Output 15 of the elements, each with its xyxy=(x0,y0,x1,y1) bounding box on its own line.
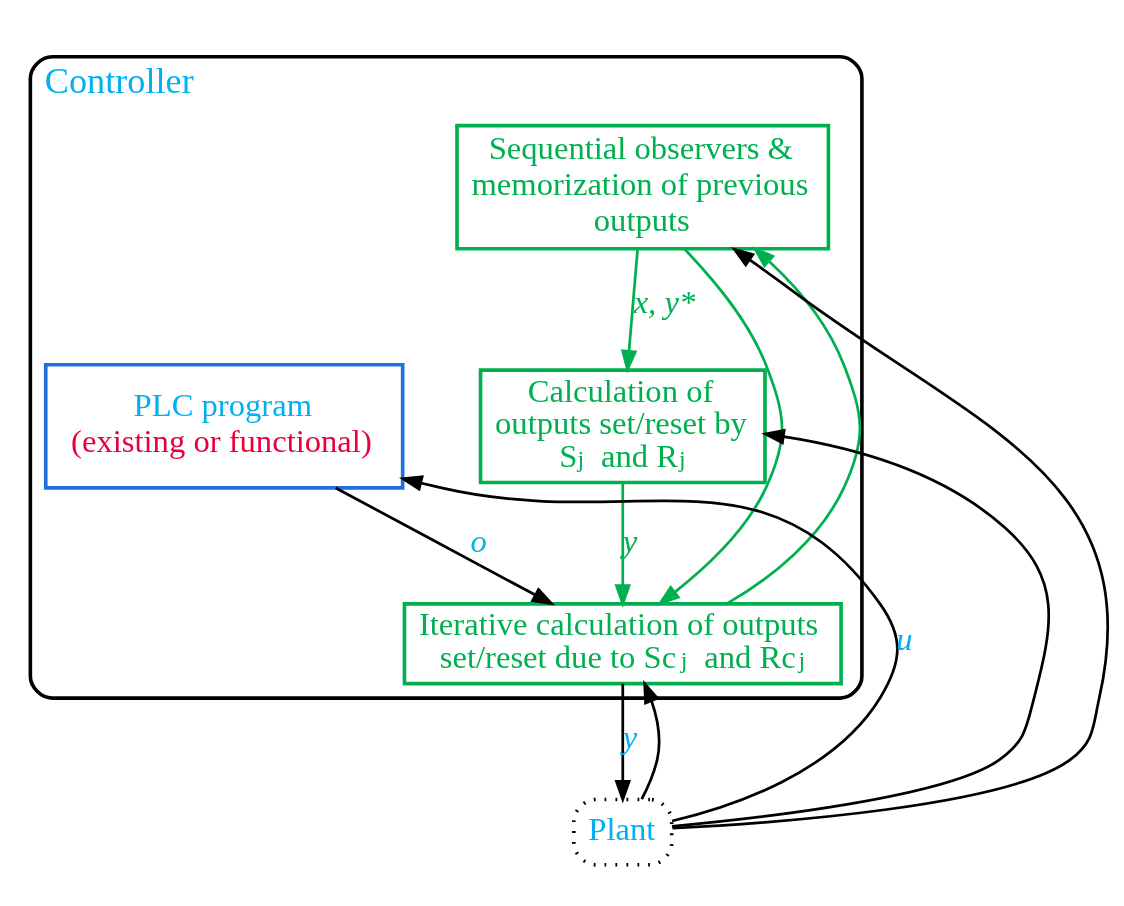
arrow xyxy=(671,428,1050,828)
edge-label: o xyxy=(470,522,487,559)
node-box: Sequential observers & memorization of previous outputs xyxy=(455,123,831,251)
node-box: PLC program (existing or functional) xyxy=(43,362,405,490)
node-box: Iterative calculation of outputs set/reset due to Scj and Rcj xyxy=(402,601,843,685)
arrow xyxy=(640,679,661,800)
arrow xyxy=(656,247,784,606)
node-box: Plant xyxy=(572,797,674,867)
arrow xyxy=(726,245,862,605)
edge-label: u xyxy=(896,620,913,657)
node-box: Calculation of outputs set/reset by Sj and Rj xyxy=(478,367,767,484)
arrow xyxy=(620,248,639,374)
arrow xyxy=(399,474,899,822)
arrow xyxy=(335,486,556,606)
arrow xyxy=(672,246,1109,830)
